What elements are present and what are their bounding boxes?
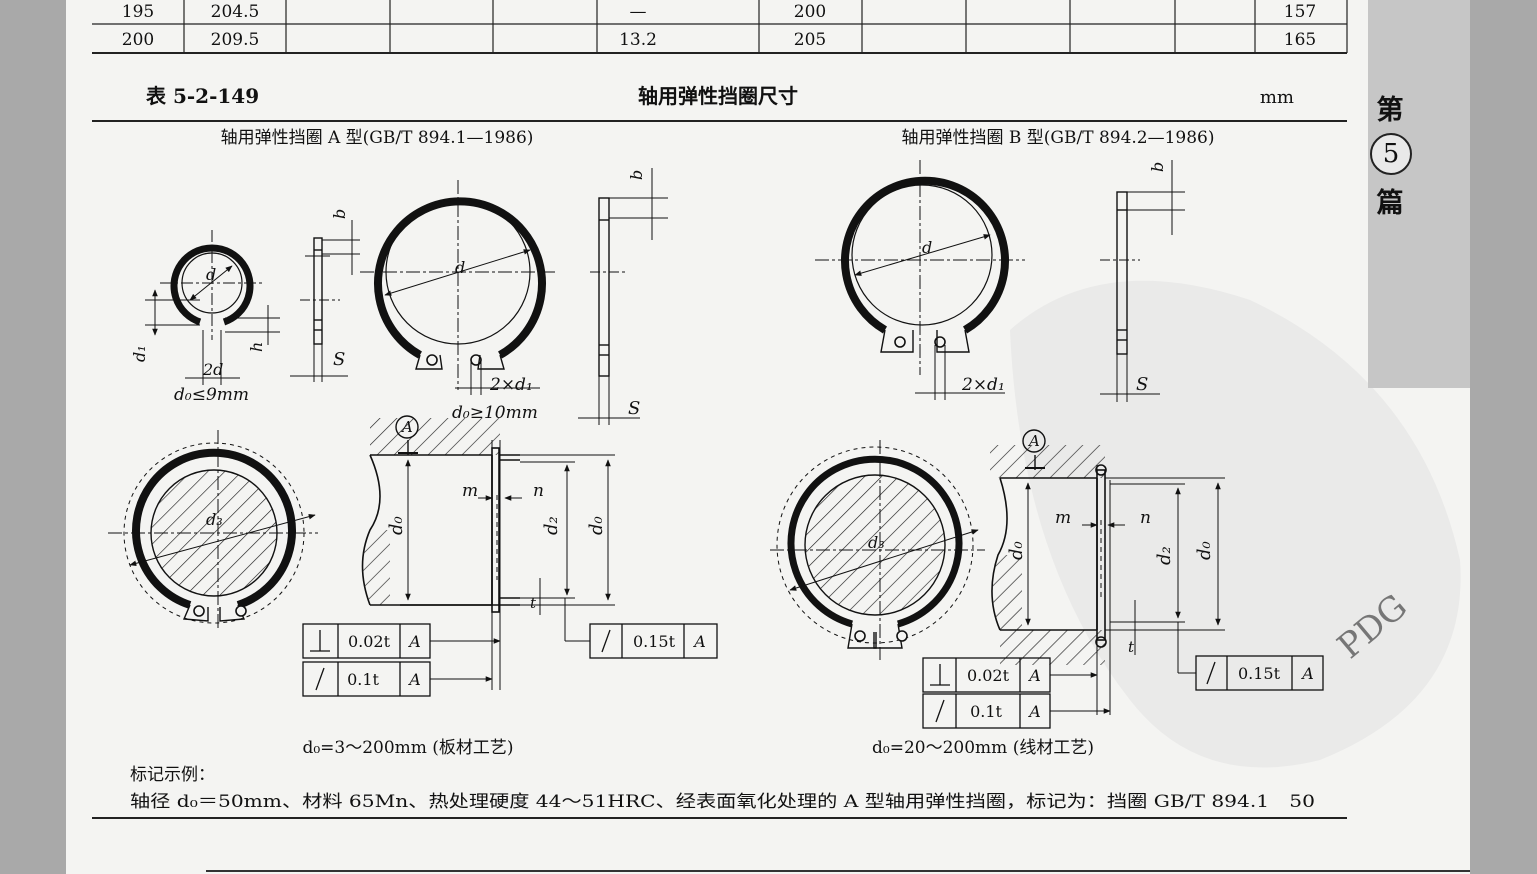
label-d1: d₁ — [130, 345, 149, 362]
type-b-tol-runout-frame — [922, 693, 1111, 729]
type-a-title: 轴用弹性挡圈 A 型(GB/T 894.1—1986) — [221, 128, 534, 148]
label-b: b — [330, 209, 349, 219]
tol-runout-large-value: 0.15t — [1238, 664, 1281, 683]
tol-runout-large-datum: A — [692, 632, 706, 651]
label-S: S — [333, 349, 345, 370]
label-d0: d₀ — [1194, 541, 1215, 560]
label-b: b — [1148, 162, 1167, 172]
label-m: m — [1055, 508, 1071, 528]
label-d3: d₃ — [206, 510, 223, 529]
book-page: PDG 195 204.5 — 200 157 200 209.5 13.2 2… — [66, 0, 1470, 874]
type-b-installed-section — [990, 429, 1225, 715]
table-number: 表 5-2-149 — [146, 84, 259, 108]
tol-runout-value: 0.1t — [347, 670, 379, 689]
small-ring-cond: d₀≤9mm — [174, 385, 249, 405]
label-t: t — [530, 594, 537, 612]
label-n: n — [1140, 508, 1151, 528]
cell: 205 — [794, 30, 826, 50]
chapter-tab-number: 5 — [1370, 133, 1412, 175]
chapter-tab-bottom: 篇 — [1376, 188, 1404, 219]
label-m: m — [462, 481, 478, 501]
chapter-side-tab — [1368, 0, 1470, 388]
type-a-small-side-view — [290, 220, 360, 382]
tol-runout-large-value: 0.15t — [633, 632, 676, 651]
label-2xd1: 2×d₁ — [961, 375, 1005, 395]
tol-runout-datum: A — [1027, 702, 1041, 721]
label-d: d — [455, 258, 465, 277]
type-a-installed-section — [361, 415, 615, 690]
label-h: h — [247, 342, 266, 352]
type-b-installed-front — [770, 440, 985, 660]
type-a-tol-runout-large-frame — [564, 598, 718, 659]
type-b-process: d₀=20～200mm (线材工艺) — [872, 738, 1094, 758]
type-b-ring — [815, 160, 1025, 400]
top-table — [92, 0, 1348, 54]
marking-text: 轴径 d₀＝50mm、材料 65Mn、热处理硬度 44～51HRC、经表面氧化处… — [130, 792, 1315, 812]
unit-label: mm — [1260, 87, 1294, 108]
tol-perp-datum: A — [407, 632, 421, 651]
tol-runout-value: 0.1t — [970, 702, 1002, 721]
table-title: 轴用弹性挡圈尺寸 — [638, 84, 798, 108]
label-d0: d₀ — [386, 516, 407, 535]
cell: 165 — [1284, 30, 1316, 50]
cell: 195 — [122, 2, 154, 22]
type-b-tol-runout-large-frame — [1177, 622, 1324, 691]
label-d3: d₃ — [868, 533, 885, 552]
cell: 157 — [1284, 2, 1316, 22]
cell: — — [630, 2, 647, 22]
chapter-tab-label: 第 5 篇 — [1370, 88, 1412, 220]
cell: 13.2 — [619, 30, 657, 50]
label-d2: d₂ — [1154, 546, 1175, 565]
label-d0: d₀ — [586, 516, 607, 535]
cell: 200 — [794, 2, 826, 22]
label-d: d — [922, 238, 932, 257]
cell: 209.5 — [211, 30, 260, 50]
type-a-tol-runout-frame — [302, 661, 493, 697]
label-t: t — [1128, 638, 1135, 656]
tol-perp-value: 0.02t — [967, 666, 1010, 685]
type-a-large-ring — [360, 180, 555, 395]
type-a-small-ring — [145, 230, 280, 385]
type-a-process: d₀=3～200mm (板材工艺) — [302, 738, 513, 758]
top-table-row-2: 200 209.5 13.2 205 165 — [122, 30, 1316, 50]
label-2xd1: 2×d₁ — [489, 375, 533, 395]
page-drawing: PDG 195 204.5 — 200 157 200 209.5 13.2 2… — [92, 0, 1461, 819]
cell: 204.5 — [211, 2, 260, 22]
type-a-installed-front — [108, 430, 318, 630]
tol-runout-large-datum: A — [1300, 664, 1314, 683]
type-a-tol-perp-frame — [302, 623, 501, 659]
type-a-large-side-view — [578, 168, 668, 425]
cell: 200 — [122, 30, 154, 50]
marking-heading: 标记示例： — [130, 765, 215, 785]
left-margin — [0, 0, 66, 874]
type-b-tol-perp-frame — [922, 657, 1098, 693]
label-d: d — [206, 265, 216, 284]
label-d2: d₂ — [541, 516, 562, 535]
label-d0: d₀ — [1006, 541, 1027, 560]
label-n: n — [533, 481, 544, 501]
page-bottom-rule — [206, 870, 1470, 872]
top-table-row-1: 195 204.5 — 200 157 — [122, 2, 1316, 22]
label-S: S — [628, 398, 640, 419]
label-b: b — [627, 170, 646, 180]
right-margin — [1470, 0, 1537, 874]
watermark-stamp: PDG — [1010, 280, 1461, 768]
tol-perp-value: 0.02t — [348, 632, 391, 651]
type-b-title: 轴用弹性挡圈 B 型(GB/T 894.2—1986) — [901, 128, 1214, 148]
label-2d: 2d — [202, 360, 223, 379]
datum-A: A — [400, 418, 413, 436]
datum-A: A — [1027, 432, 1040, 450]
tol-perp-datum: A — [1027, 666, 1041, 685]
label-S: S — [1136, 374, 1148, 395]
type-b-side-view — [1100, 160, 1185, 402]
tol-runout-datum: A — [407, 670, 421, 689]
chapter-tab-top: 第 — [1376, 95, 1404, 126]
